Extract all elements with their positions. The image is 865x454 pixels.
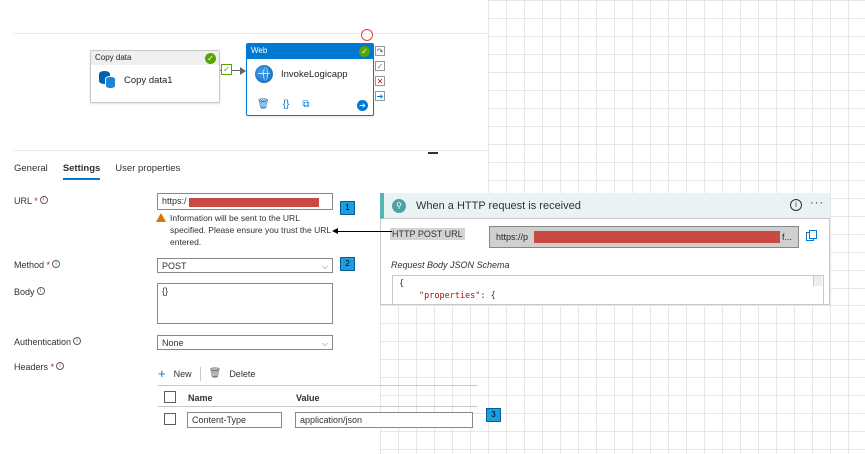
canvas-top-border [14,33,488,34]
row-checkbox[interactable] [164,413,176,425]
url-warning-text: Information will be sent to the URL spec… [170,213,331,247]
web-activity-name: InvokeLogicapp [281,68,348,80]
go-arrow-icon[interactable]: ➔ [357,100,368,111]
copy-activity-header: Copy data ✓ [91,51,219,65]
failure-handle-icon[interactable]: ✕ [375,76,385,86]
info-icon[interactable]: i [790,199,802,211]
web-activity-header: Web ✓ [247,44,373,59]
header-name-input[interactable]: Content-Type [187,412,282,428]
url-warning: Information will be sent to the URL spec… [156,212,336,248]
globe-icon [255,65,273,83]
status-ring-icon [361,29,373,41]
redacted-url [189,198,319,207]
delete-header-button[interactable]: Delete [229,368,256,379]
success-check-icon: ✓ [205,53,216,64]
annotation-badge-3: 3 [486,408,501,422]
name-column-header: Name [188,393,213,403]
headers-toolbar: + New 🗑 Delete [158,366,255,381]
value-column-header: Value [296,393,320,403]
info-icon: i [36,287,45,295]
headers-divider [158,385,478,386]
body-textarea[interactable]: {} [157,283,333,324]
add-icon[interactable]: + [158,366,166,381]
delete-icon[interactable]: 🗑 [208,368,222,379]
code-icon[interactable]: {} [282,99,290,110]
info-icon: i [73,337,82,345]
chevron-down-icon: ⌵ [321,339,328,348]
warning-icon [156,213,166,222]
activity-output-handles: ↷ ✓ ✕ ➔ [375,46,385,101]
canvas-bottom-border [14,150,488,151]
headers-label: Headers *i [14,362,65,372]
header-value-input[interactable]: application/json [295,412,473,428]
web-activity[interactable]: Web ✓ InvokeLogicapp 🗑 {} ⧉ ➔ [246,43,374,116]
web-activity-type: Web [251,46,268,55]
headers-divider [158,406,478,407]
chevron-down-icon: ⌵ [321,262,328,271]
authentication-select[interactable]: None ⌵ [157,335,333,350]
json-schema-editor[interactable]: { "properties": { [392,275,824,305]
properties-tabs: General Settings User properties [14,163,180,180]
connector-arrow-icon [240,67,246,75]
copy-data-activity[interactable]: Copy data ✓ Copy data1 [90,50,220,103]
skip-handle-icon[interactable]: ↷ [375,46,385,56]
annotation-badge-2: 2 [340,257,355,271]
annotation-badge-1: 1 [340,201,355,215]
on-success-connector-icon[interactable]: ✓ [221,64,232,75]
method-select[interactable]: POST ⌵ [157,258,333,273]
new-header-button[interactable]: New [173,368,192,379]
logic-app-trigger-header[interactable]: ⚲ When a HTTP request is received i ··· [380,193,830,219]
select-all-checkbox[interactable] [164,391,176,403]
info-icon: i [56,362,65,370]
annotation-arrow-head [332,228,338,234]
more-options-icon[interactable]: ··· [810,197,824,209]
tab-user-properties[interactable]: User properties [115,163,181,174]
clone-icon[interactable]: ⧉ [302,99,310,110]
delete-icon[interactable]: 🗑 [257,99,270,110]
canvas-grid-bottom [380,305,865,454]
copy-activity-name: Copy data1 [124,74,173,86]
copy-activity-type: Copy data [95,53,132,62]
info-icon: i [39,196,48,204]
tab-general[interactable]: General [14,163,48,174]
copy-data-icon [99,71,116,89]
tab-settings[interactable]: Settings [62,163,101,180]
http-post-url-label: HTTP POST URL [390,228,465,240]
success-handle-icon[interactable]: ✓ [375,61,385,71]
http-trigger-icon: ⚲ [392,198,406,213]
info-icon: i [52,260,61,268]
copy-icon[interactable] [806,230,818,242]
schema-label: Request Body JSON Schema [391,260,510,270]
method-label: Method *i [14,260,61,270]
editor-scrollbar[interactable] [813,276,822,286]
success-check-icon: ✓ [359,46,370,57]
annotation-arrow [336,231,392,232]
redacted-http-url [534,231,780,243]
trigger-title: When a HTTP request is received [416,199,581,212]
url-label: URL *i [14,196,48,206]
completion-handle-icon[interactable]: ➔ [375,91,385,101]
collapse-panel-handle[interactable] [428,152,438,154]
